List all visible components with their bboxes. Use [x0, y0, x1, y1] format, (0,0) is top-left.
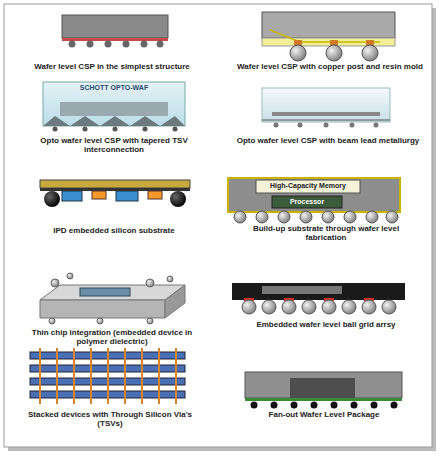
caption: Thin chip integration (embedded device i… [25, 328, 200, 346]
tsv-line [158, 348, 160, 404]
chip-label: Processor [273, 198, 341, 206]
solder-ball [311, 402, 318, 409]
chip-label: High-Capacity Memory [257, 182, 359, 190]
caption: Fan-out Wafer Level Package [224, 410, 424, 419]
caption: Embedded wafer level ball grid arrsy [224, 320, 429, 329]
solder-ball [351, 402, 358, 409]
solder-ball [271, 402, 278, 409]
solder-ball [291, 402, 298, 409]
caption: IPD embedded silicon substrate [12, 226, 217, 235]
solder-ball [391, 402, 398, 409]
caption: Build-up substrate through wafer level f… [246, 224, 406, 242]
tsv-line [56, 348, 58, 404]
solder-ball [331, 402, 338, 409]
tsv-line [39, 348, 41, 404]
solder-ball [371, 402, 378, 409]
tsv-line [124, 348, 126, 404]
caption: Opto wafer level CSP with tapered TSV in… [12, 136, 217, 154]
tsv-line [73, 348, 75, 404]
solder-ball [251, 402, 258, 409]
brand-text: SCHOTT OPTO-WAF [49, 84, 179, 92]
tsv-line [107, 348, 109, 404]
tsv-line [175, 348, 177, 404]
tsv-line [90, 348, 92, 404]
tsv-line [141, 348, 143, 404]
caption: Opto wafer level CSP with beam lead meta… [223, 136, 433, 145]
caption: Wafer level CSP in the simplest structur… [10, 62, 215, 71]
caption: Stacked devices with Through Silicon Via… [15, 410, 205, 428]
caption: Wafer level CSP with copper post and res… [225, 62, 435, 71]
